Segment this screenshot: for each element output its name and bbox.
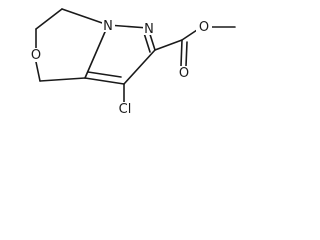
bond-c2-carbonyl [154,39,183,51]
bond-o-ring-ch2 [35,61,41,82]
bond-c3-c3a-double [87,71,122,78]
pyrazole-n1-label: N [103,19,113,34]
bond-ch2-n1 [61,8,109,26]
atom-labels: O N N O O Cl [28,19,212,117]
bond-c3-c3a [84,77,125,85]
ester-oxygen-label: O [199,20,209,35]
pyrazole-n2-label: N [144,22,154,37]
bond-ch2-c3a [39,77,86,82]
carbonyl-oxygen-label: O [179,66,189,81]
bonds [35,8,236,103]
chemical-structure-diagram: O N N O O Cl [28,8,236,117]
bond-ch2-ch2-top [35,8,63,30]
bond-c2-c3 [123,49,156,85]
chlorine-label: Cl [119,102,132,117]
ring-oxygen-label: O [31,48,41,63]
bond-carbonyl-o-double-b [185,41,188,67]
bond-n2-c2-double [143,32,151,53]
bond-carbonyl-o-double-a [180,39,183,67]
bond-carbonyl-o-ester [181,29,198,41]
bond-c3a-n1 [84,24,109,79]
